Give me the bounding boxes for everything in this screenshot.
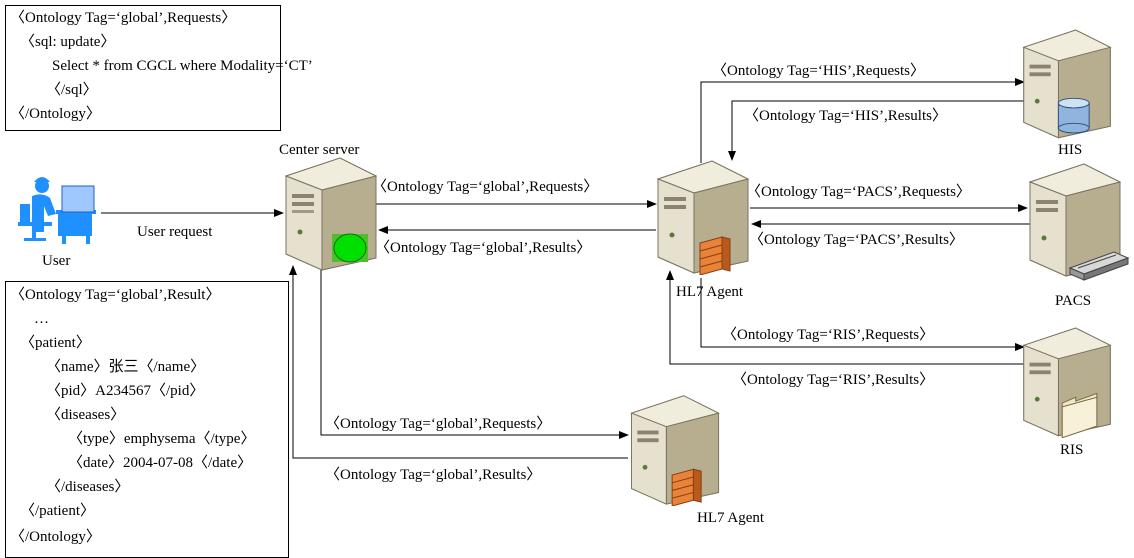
- result-line-1: 〈Ontology Tag=‘global’,Result〉: [10, 287, 221, 303]
- result-line-9: 〈/diseases〉: [46, 479, 130, 495]
- edge-label-user-request: User request: [137, 224, 213, 240]
- result-xml-box: 〈Ontology Tag=‘global’,Result〉 … 〈patien…: [5, 281, 289, 558]
- edge-ris-hl7-results: [666, 270, 1025, 365]
- edge-hl7-his-requests: [700, 78, 1025, 163]
- edge-label-hl7-ris-requests: 〈Ontology Tag=‘RIS’,Requests〉: [722, 327, 935, 343]
- edge-label-center-lower-requests: 〈Ontology Tag=‘global’,Requests〉: [325, 416, 552, 432]
- database-icon: [1057, 97, 1090, 134]
- his-server-icon: [1022, 29, 1112, 139]
- result-line-4: 〈name〉张三〈/name〉: [46, 359, 206, 375]
- edge-label-his-hl7-results: 〈Ontology Tag=‘HIS’,Results〉: [744, 108, 947, 124]
- hl7-agent-lower-icon: [630, 395, 720, 506]
- request-line-5: 〈/Ontology〉: [10, 106, 101, 122]
- center-server-label: Center server: [279, 142, 360, 158]
- edge-label-pacs-hl7-results: 〈Ontology Tag=‘PACS’,Results〉: [749, 232, 964, 248]
- folder-icon: [1061, 392, 1098, 438]
- firewall-icon: [671, 468, 702, 506]
- edge-label-lower-center-results: 〈Ontology Tag=‘global’,Results〉: [325, 467, 542, 483]
- request-line-4: 〈/sql〉: [46, 82, 98, 98]
- result-line-7: 〈type〉emphysema〈/type〉: [68, 431, 256, 447]
- user-icon: [18, 177, 96, 244]
- result-line-3: 〈patient〉: [20, 335, 91, 351]
- firewall-icon: [699, 236, 731, 275]
- request-line-3: Select * from CGCL where Modality=‘CT’: [52, 58, 313, 74]
- edge-center-lower-requests: [320, 268, 629, 439]
- request-xml-box: 〈Ontology Tag=‘global’,Requests〉 〈sql: u…: [5, 5, 313, 131]
- hl7-agent-main-label: HL7 Agent: [676, 284, 744, 300]
- result-line-8: 〈date〉2004-07-08〈/date〉: [68, 455, 253, 471]
- ris-server-icon: [1022, 327, 1112, 438]
- hl7-agent-lower-label: HL7 Agent: [697, 510, 765, 526]
- result-line-10: 〈/patient〉: [20, 503, 95, 519]
- user-label: User: [42, 253, 71, 269]
- edge-lower-center-results: [289, 265, 628, 459]
- edge-his-hl7-results: [728, 100, 1027, 161]
- request-line-1: 〈Ontology Tag=‘global’,Requests〉: [10, 10, 237, 26]
- hl7-agent-main-icon: [656, 160, 750, 275]
- center-server-icon: [284, 157, 378, 271]
- printer-icon: [1068, 251, 1130, 281]
- pacs-server-icon: [1028, 163, 1130, 281]
- result-line-11: 〈/Ontology〉: [10, 529, 101, 545]
- result-line-2: …: [34, 311, 49, 327]
- his-label: HIS: [1058, 142, 1083, 158]
- edge-label-hl7-pacs-requests: 〈Ontology Tag=‘PACS’,Requests〉: [746, 184, 971, 200]
- edge-label-hl7-his-requests: 〈Ontology Tag=‘HIS’,Requests〉: [712, 63, 925, 79]
- edge-label-center-hl7-requests: 〈Ontology Tag=‘global’,Requests〉: [372, 179, 599, 195]
- result-line-6: 〈diseases〉: [46, 407, 126, 423]
- request-line-2: 〈sql: update〉: [20, 34, 116, 50]
- edge-hl7-ris-requests: [700, 278, 1025, 351]
- pacs-label: PACS: [1055, 293, 1092, 309]
- result-line-5: 〈pid〉A234567〈/pid〉: [46, 383, 205, 399]
- ris-label: RIS: [1060, 442, 1084, 458]
- edge-label-hl7-center-results: 〈Ontology Tag=‘global’,Results〉: [375, 240, 592, 256]
- edge-label-ris-hl7-results: 〈Ontology Tag=‘RIS’,Results〉: [732, 372, 935, 388]
